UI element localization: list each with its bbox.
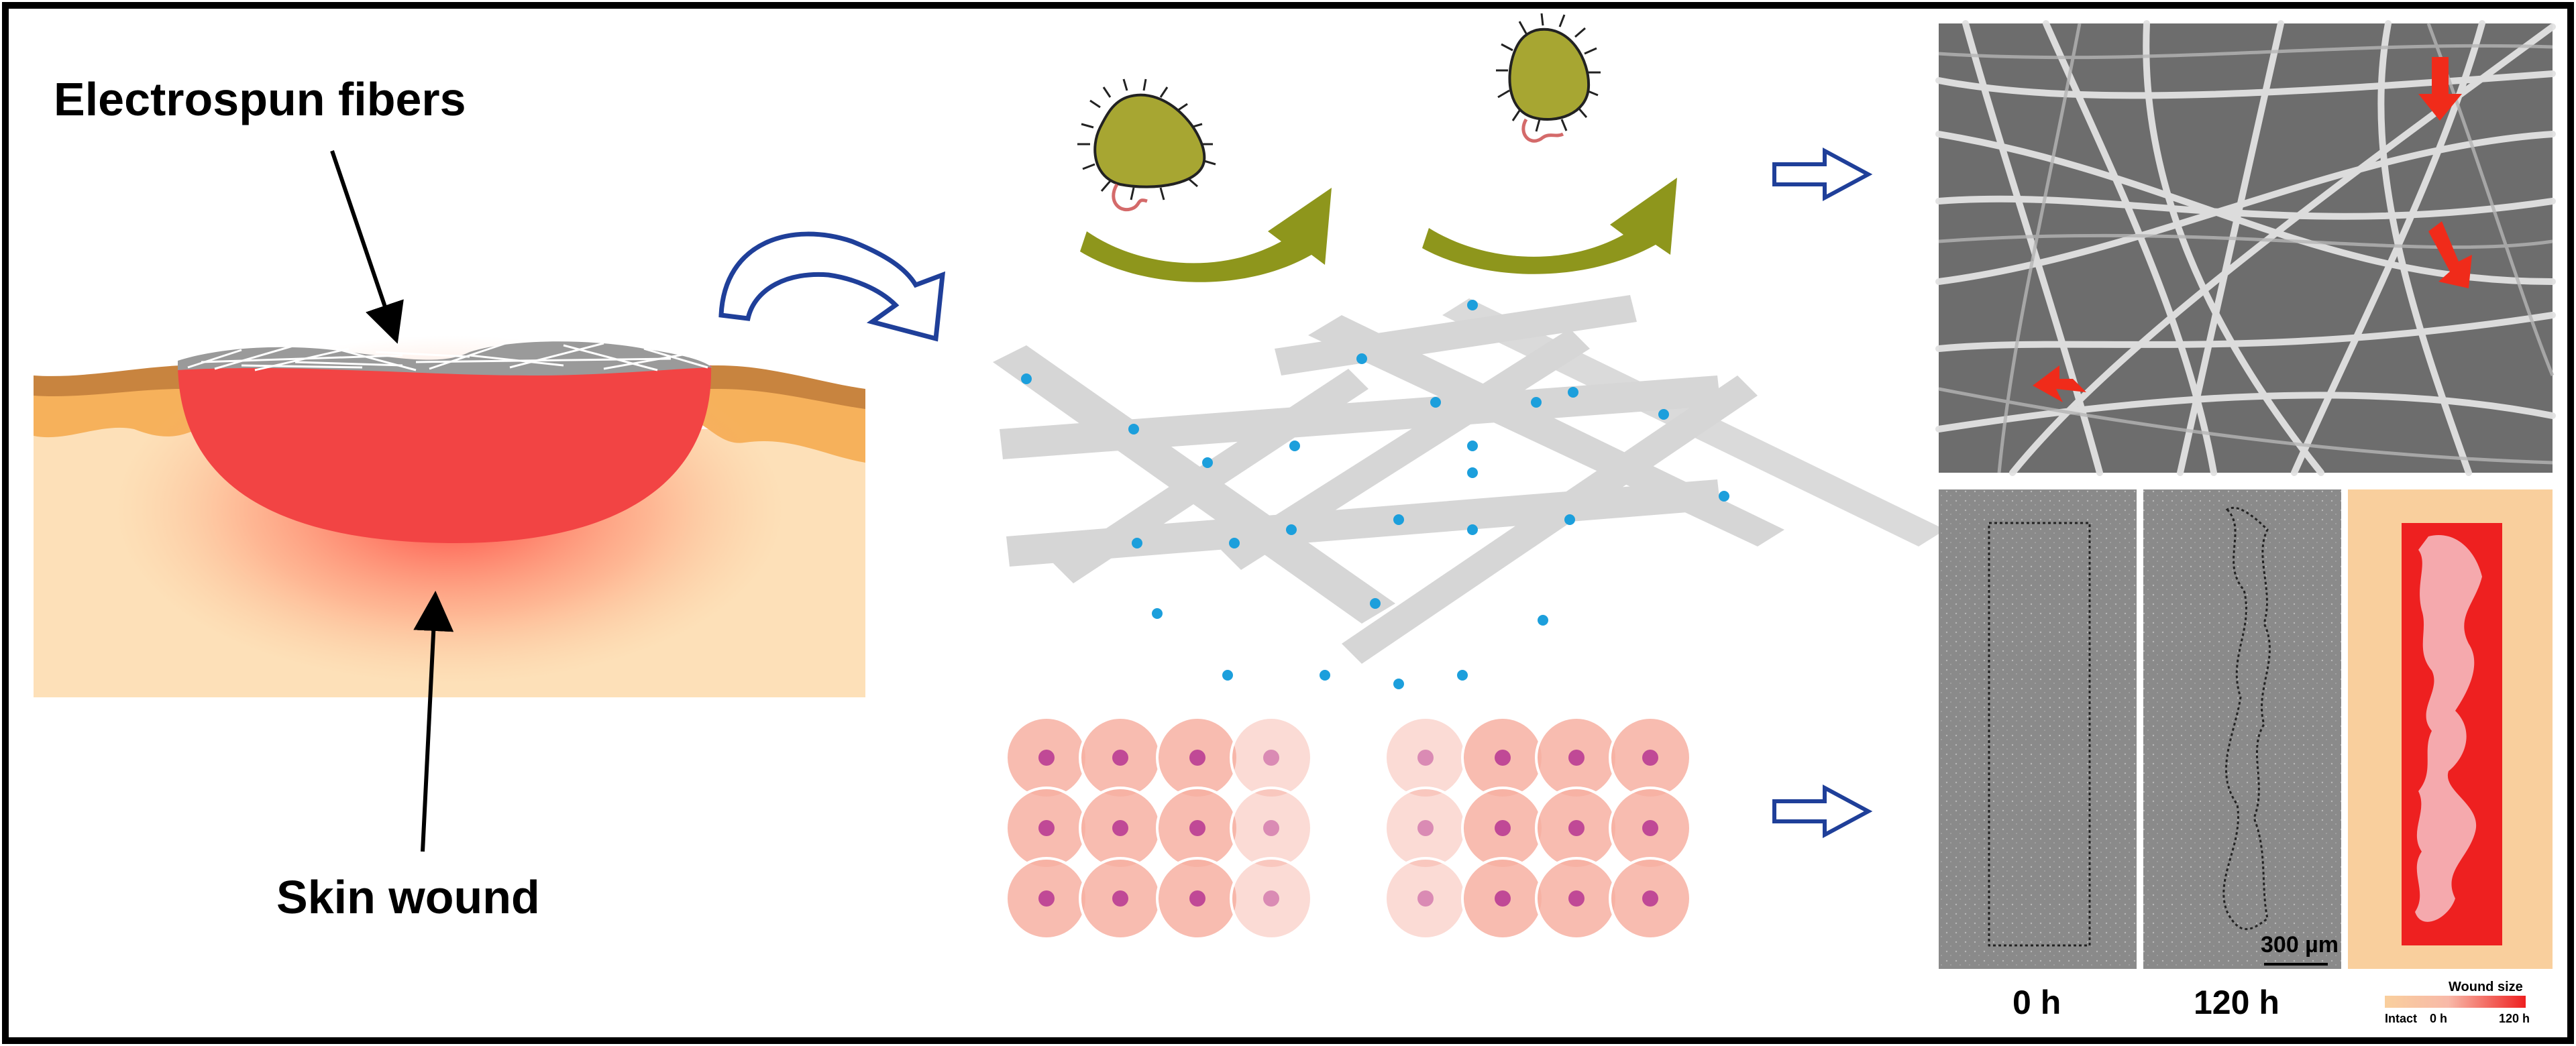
keratinocyte-cell-sheet — [1005, 716, 1692, 940]
cell-nucleus — [1189, 820, 1205, 836]
olive-arrow-1 — [1080, 188, 1332, 282]
cell-nucleus — [1038, 820, 1055, 836]
cell-nucleus — [1417, 750, 1434, 766]
cell-nucleus — [1495, 750, 1511, 766]
cell-nucleus — [1417, 820, 1434, 836]
fibers-pointer-arrow — [330, 150, 404, 344]
olive-arrow-2 — [1422, 178, 1677, 274]
cell-nucleus — [1568, 750, 1585, 766]
wound-size-legend: Wound size Intact 0 h 120 h — [2385, 980, 2530, 1025]
cell-nucleus — [1642, 890, 1658, 907]
bacteria-icon-1 — [1077, 78, 1216, 211]
migration-image-0h — [1939, 489, 2137, 969]
cell-nucleus — [1038, 890, 1055, 907]
cell-nucleus — [1038, 750, 1055, 766]
cell-nucleus — [1263, 750, 1279, 766]
legend-end: 120 h — [2499, 1012, 2530, 1025]
sem-micrograph — [1935, 20, 2556, 476]
cell-nucleus — [1417, 890, 1434, 907]
fiber-lattice — [993, 295, 1945, 664]
legend-title: Wound size — [2449, 980, 2523, 994]
wound-bed — [178, 362, 712, 543]
cell-nucleus — [1263, 820, 1279, 836]
legend-start: 0 h — [2430, 1012, 2447, 1025]
cell-nucleus — [1568, 820, 1585, 836]
transition-curved-arrow — [718, 231, 946, 342]
bacteria-icon-2 — [1496, 13, 1601, 143]
cell-nucleus — [1189, 750, 1205, 766]
wound-pointer-arrow — [413, 591, 454, 852]
cell-nucleus — [1112, 750, 1128, 766]
cell-nucleus — [1112, 820, 1128, 836]
cell-nucleus — [1495, 890, 1511, 907]
cell-nucleus — [1568, 890, 1585, 907]
bacteria-markers — [2033, 57, 2472, 402]
block-arrow-to-sem — [1772, 147, 1873, 202]
skin-wound-panel: Electrospun fibers Skin wound — [34, 73, 865, 923]
cell-nucleus — [1263, 890, 1279, 907]
fiber-strands — [187, 341, 708, 371]
cell-nucleus — [1112, 890, 1128, 907]
wound-area-map — [2348, 489, 2553, 969]
cell-nucleus — [1189, 890, 1205, 907]
block-arrow-to-migration — [1772, 784, 1873, 839]
scale-bar-label: 300 µm — [2261, 932, 2339, 957]
fibers-label: Electrospun fibers — [54, 73, 466, 125]
cell-nucleus — [1642, 820, 1658, 836]
legend-intact: Intact — [2385, 1012, 2417, 1025]
mechanism-panel — [993, 13, 1945, 940]
cell-nucleus — [1642, 750, 1658, 766]
wound-label: Skin wound — [276, 871, 540, 923]
cell-nucleus — [1495, 820, 1511, 836]
time-label-0h: 0 h — [2012, 984, 2061, 1021]
legend-colorbar — [2385, 996, 2526, 1008]
time-label-120h: 120 h — [2194, 984, 2279, 1021]
migration-image-120h: 300 µm — [2143, 489, 2341, 969]
drug-molecules — [1021, 300, 1729, 689]
